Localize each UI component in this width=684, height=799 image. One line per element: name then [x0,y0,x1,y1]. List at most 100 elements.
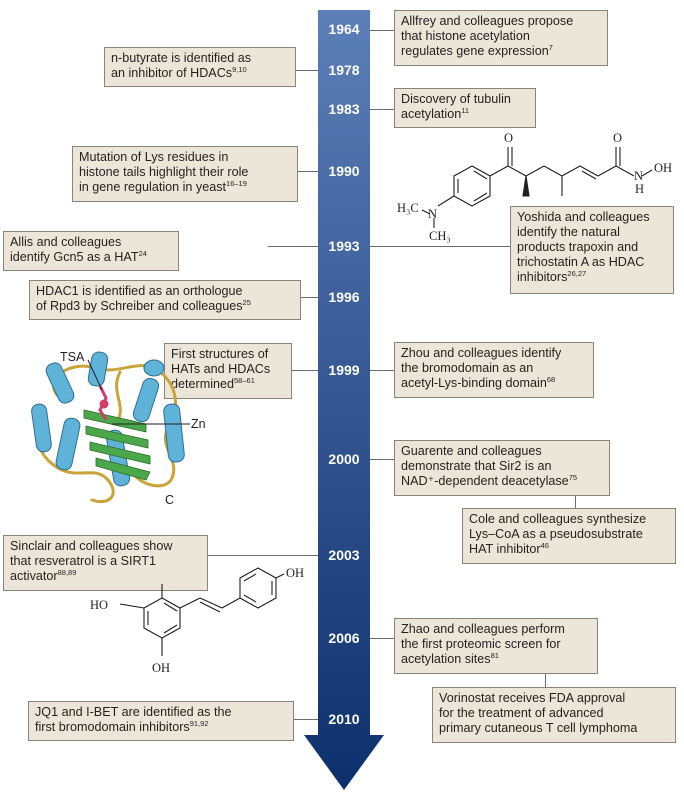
event-2000b-ref: 46 [540,541,549,550]
tsa-hydroxyl: OH [654,161,672,175]
year-1990: 1990 [328,163,360,179]
event-1996-line-2: of Rpd3 by Schreiber and colleagues [36,299,243,313]
year-2010: 2010 [328,711,360,727]
connector-1964 [370,30,394,31]
event-2006b-line-1: Vorinostat receives FDA approval [439,691,626,705]
event-1990-ref: 16–19 [226,179,247,188]
c-terminus-label: C [165,493,174,507]
year-1964: 1964 [328,21,360,37]
connector-1993-left [268,246,318,247]
event-box-1964: Allfrey and colleagues propose that hist… [394,10,608,66]
event-box-1999-structures: First structures of HATs and HDACs deter… [164,343,292,399]
event-box-1999-bromodomain: Zhou and colleagues identify the bromodo… [394,342,594,398]
event-1990-line-3: in gene regulation in yeast [79,180,227,194]
event-1993b-ref: 26,27 [567,269,587,278]
year-1996: 1996 [328,289,360,305]
event-1999a-line-2: HATs and HDACs [171,362,271,376]
event-1990-line-2: histone tails highlight their role [79,165,249,179]
event-2003-line-1: Sinclair and colleagues show [10,539,173,553]
event-1983-line-1: Discovery of tubulin [401,92,511,106]
tsa-ligand [98,385,109,421]
tsa-amide-hydrogen: H [635,182,644,196]
year-1993: 1993 [328,238,360,254]
event-box-1996: HDAC1 is identified as an orthologue of … [29,280,301,320]
event-1999b-ref: 68 [546,375,556,384]
event-1983-ref: 11 [461,106,470,115]
event-1990-line-1: Mutation of Lys residues in [79,150,229,164]
event-1964-line-2: that histone acetylation [401,29,530,43]
tsa-label: TSA [60,350,85,364]
connector-2000-drop [575,496,576,508]
year-1983: 1983 [328,101,360,117]
protein-sheets [83,409,151,481]
event-1999a-line-3: determined [171,377,235,391]
connector-2006 [370,638,394,639]
protein-helices [31,351,185,487]
event-2006a-line-1: Zhao and colleagues perform [401,622,565,636]
year-2000: 2000 [328,451,360,467]
event-2000b-line-3: HAT inhibitor [469,542,541,556]
event-box-2000-sir2: Guarente and colleagues demonstrate that… [394,440,610,496]
connector-2000 [370,459,394,460]
event-2006b-line-2: for the treatment of advanced [439,706,604,720]
resveratrol-oh-bottom: OH [152,661,170,675]
event-1964-line-1: Allfrey and colleagues propose [401,14,574,28]
event-1983-line-2: acetylation [401,107,462,121]
event-box-2006-vorinostat: Vorinostat receives FDA approval for the… [432,687,676,743]
event-box-1993-gcn5: Allis and colleagues identify Gcn5 as a … [3,231,179,271]
connector-1999-right [370,370,394,371]
event-2000b-line-2: Lys–CoA as a pseudosubstrate [469,527,643,541]
event-1978-line-1: n-butyrate is identified as [111,51,252,65]
zinc-label: Zn [191,417,206,431]
event-1996-line-1: HDAC1 is identified as an orthologue [36,284,243,298]
resveratrol-oh-top: OH [286,566,304,580]
event-1999b-line-3: acetyl-Lys-binding domain [401,376,547,390]
connector-2006-drop [545,674,546,687]
connector-2010 [294,719,318,720]
event-1993a-line-2: identify Gcn5 as a HAT [10,250,139,264]
event-2003-ref: 88,89 [57,568,77,577]
connector-1990 [298,171,318,172]
event-2000b-line-1: Cole and colleagues synthesize [469,512,647,526]
event-box-1983: Discovery of tubulin acetylation11 [394,88,536,128]
event-box-1990: Mutation of Lys residues in histone tail… [72,146,298,202]
connector-1996 [301,297,318,298]
event-2010-line-2: first bromodomain inhibitors [35,720,190,734]
event-1999b-line-2: the bromodomain as an [401,361,534,375]
event-2000a-line-2: demonstrate that Sir2 is an [401,459,552,473]
event-1993b-line-5: inhibitors [517,270,568,284]
connector-1999-left [292,370,318,371]
event-box-2000-lyscoa: Cole and colleagues synthesize Lys–CoA a… [462,508,676,564]
tsa-methyl-left: H₃C [397,201,419,215]
year-1978: 1978 [328,62,360,78]
event-1978-ref: 9,10 [232,65,247,74]
event-1993a-line-1: Allis and colleagues [10,235,122,249]
connector-2003 [208,555,318,556]
event-1999a-line-1: First structures of [171,347,269,361]
event-1999b-line-1: Zhou and colleagues identify [401,346,562,360]
event-2006a-line-2: the first proteomic screen for [401,637,561,651]
connector-1978 [296,70,318,71]
event-2006a-line-3: acetylation sites [401,652,491,666]
event-2000a-ref: 75 [568,473,578,482]
year-2006: 2006 [328,630,360,646]
tsa-carbonyl-oxygen: O [504,131,513,145]
event-1964-ref: 7 [548,43,553,52]
event-2003-line-3: activator [10,569,58,583]
tsa-hydroxamate-oxygen: O [613,131,622,145]
event-2003-line-2: that resveratrol is a SIRT1 [10,554,157,568]
tsa-amine-nitrogen: N [428,207,437,221]
event-2000a-line-1: Guarente and colleagues [401,444,542,458]
event-2010-line-1: JQ1 and I-BET are identified as the [35,705,232,719]
event-1993a-ref: 24 [138,249,147,258]
event-2010-ref: 91,92 [189,719,209,728]
event-box-1993-tsa: Yoshida and colleagues identify the natu… [510,206,674,294]
event-1993b-line-4: trichostatin A as HDAC [517,255,645,269]
event-1996-ref: 25 [242,298,251,307]
year-2003: 2003 [328,547,360,563]
resveratrol-ho-left: HO [90,598,108,612]
